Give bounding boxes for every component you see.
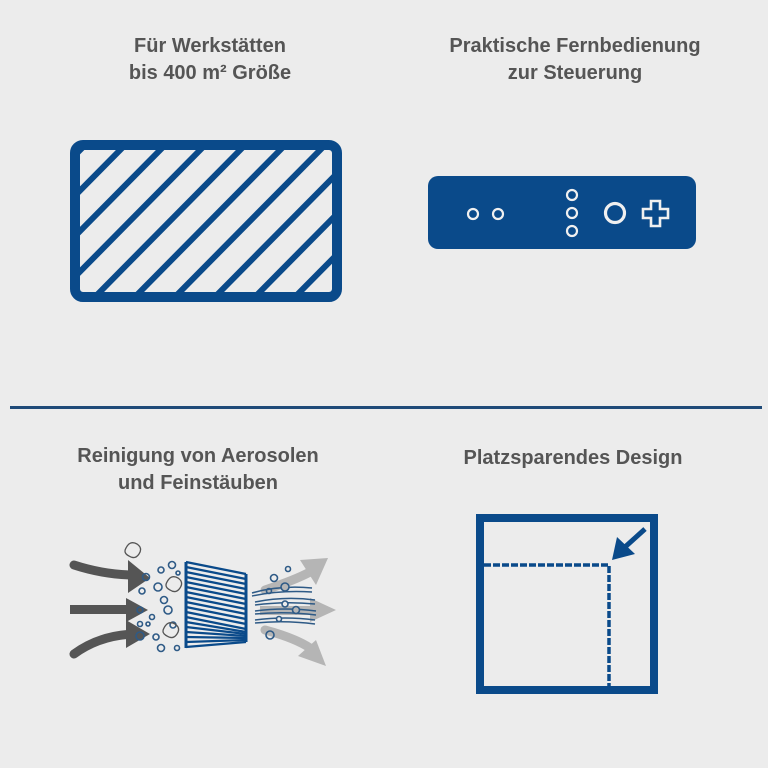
filter-pleats bbox=[184, 560, 248, 649]
remote-button-dot bbox=[491, 207, 505, 221]
remote-button-dot bbox=[466, 207, 480, 221]
arrow-shaft bbox=[623, 527, 647, 549]
air-filter-icon bbox=[69, 542, 336, 666]
remote-button-dot bbox=[565, 224, 579, 238]
remote-button-dot bbox=[565, 206, 579, 220]
remote-button-dot bbox=[565, 188, 579, 202]
incoming-air-arrows bbox=[69, 560, 150, 659]
dashed-reduced-outline bbox=[484, 563, 611, 689]
feature-title-line: Reinigung von Aerosolen bbox=[77, 445, 319, 467]
space-saving-icon bbox=[476, 514, 658, 694]
feature-title-design: Platzsparendes Design bbox=[423, 445, 723, 472]
feature-title-line: Platzsparendes Design bbox=[463, 447, 683, 469]
feature-title-line: und Feinstäuben bbox=[118, 472, 278, 494]
feature-title-line: bis 400 m² Größe bbox=[128, 62, 292, 84]
remote-power-button bbox=[603, 201, 627, 225]
clean-airflow-lines bbox=[251, 586, 317, 625]
feature-title-line: Für Werkstätten bbox=[134, 35, 286, 57]
hatched-area-icon bbox=[70, 140, 342, 302]
section-divider bbox=[10, 406, 762, 409]
feature-title-filter: Reinigung von Aerosolen und Feinstäuben bbox=[48, 443, 348, 497]
feature-title-line: Praktische Fernbedienung bbox=[449, 35, 701, 57]
remote-control-icon bbox=[428, 176, 696, 249]
arrow-head-icon bbox=[612, 537, 635, 560]
aerosol-clusters bbox=[124, 542, 183, 639]
dust-particles bbox=[135, 560, 181, 653]
feature-title-line: zur Steuerung bbox=[507, 62, 643, 84]
feature-title-remote: Praktische Fernbedienung zur Steuerung bbox=[410, 33, 740, 87]
clean-particles bbox=[265, 565, 301, 640]
feature-title-area: Für Werkstätten bis 400 m² Größe bbox=[60, 33, 360, 87]
remote-dpad-icon bbox=[641, 199, 670, 228]
